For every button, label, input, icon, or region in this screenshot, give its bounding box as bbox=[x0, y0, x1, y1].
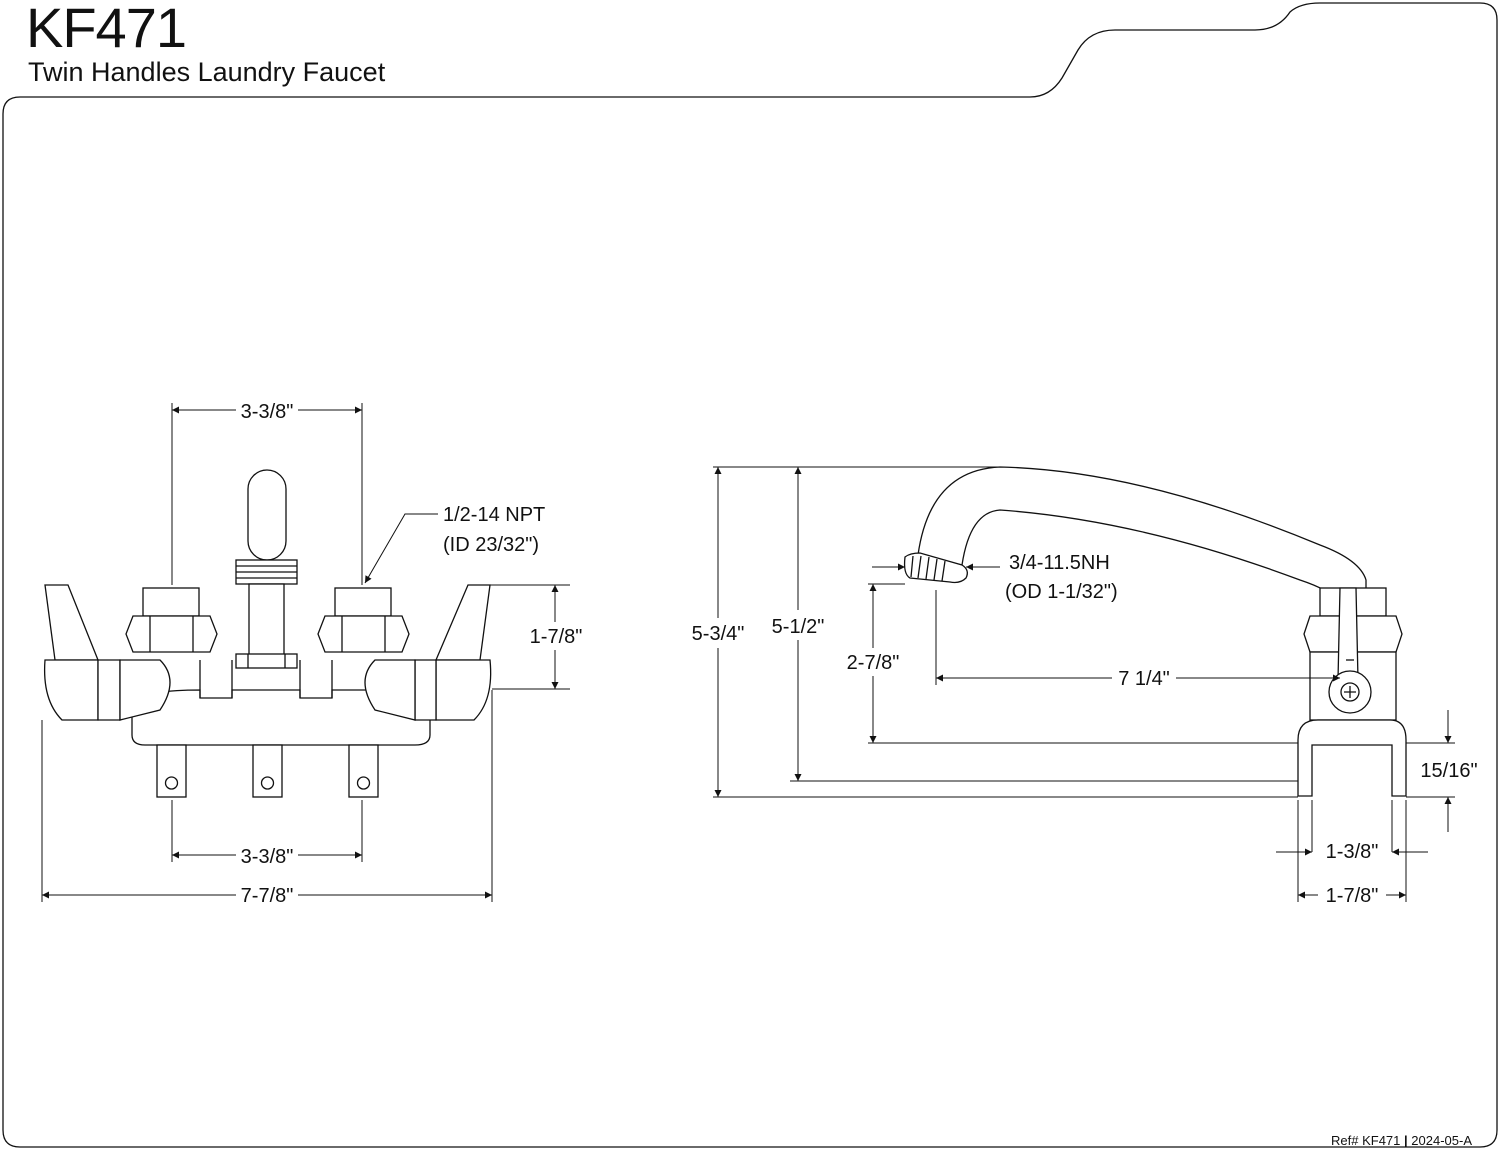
product-subtitle: Twin Handles Laundry Faucet bbox=[28, 57, 386, 87]
dim-overall-height: 5-3/4" bbox=[692, 623, 745, 645]
dim-handle-height: 1-7/8" bbox=[530, 626, 583, 648]
thread-spec-line2: (ID 23/32") bbox=[443, 534, 539, 556]
side-view: 5-3/4" 5-1/2" 2-7/8" 3/4-11.5NH (OD 1-1/… bbox=[692, 466, 1478, 907]
model-number: KF471 bbox=[26, 0, 187, 59]
dim-bottom-spacing: 3-3/8" bbox=[241, 846, 294, 868]
front-view: 3-3/8" 3-3/8" 7-7/8" 1-7/8" 1/2-14 NPT (… bbox=[41, 401, 583, 907]
aerator-spec-line1: 3/4-11.5NH bbox=[1009, 552, 1110, 574]
dim-outlet-height: 2-7/8" bbox=[847, 652, 900, 674]
dim-bracket-height: 15/16" bbox=[1420, 760, 1477, 782]
dim-bracket-outer: 1-7/8" bbox=[1326, 885, 1379, 907]
aerator-spec-line2: (OD 1-1/32") bbox=[1005, 581, 1118, 603]
dim-spout-reach: 7 1/4" bbox=[1118, 668, 1170, 690]
ref-label: Ref# KF471 bbox=[1331, 1133, 1401, 1148]
dim-overall-width: 7-7/8" bbox=[241, 885, 294, 907]
dim-bracket-inner: 1-3/8" bbox=[1326, 841, 1379, 863]
thread-spec-line1: 1/2-14 NPT bbox=[443, 504, 545, 526]
revision: 2024-05-A bbox=[1411, 1133, 1472, 1148]
dim-top-spacing: 3-3/8" bbox=[241, 401, 294, 423]
dim-spout-height: 5-1/2" bbox=[772, 616, 825, 638]
ref-separator: | bbox=[1404, 1133, 1408, 1148]
reference-stamp: Ref# KF471 | 2024-05-A bbox=[1331, 1133, 1472, 1149]
